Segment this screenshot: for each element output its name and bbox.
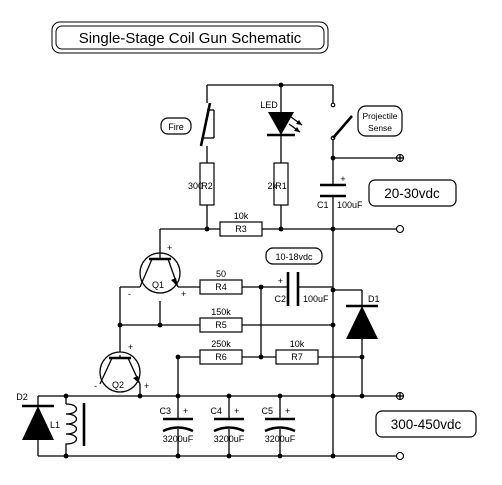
- projectile-sense-switch: Projectile Sense: [330, 102, 403, 141]
- c4-name: C4: [210, 406, 222, 416]
- q1-plus: +: [167, 243, 172, 253]
- r3-name: R3: [235, 224, 247, 234]
- d2-label: D2: [16, 392, 28, 402]
- voltage-label-high: 300-450vdc: [375, 410, 477, 438]
- capacitor-c4: C4 + 3200uF: [210, 406, 244, 444]
- resistor-r2: 300 R2: [188, 162, 215, 206]
- q2-minus: -: [94, 381, 97, 391]
- c1-value: 100uF: [337, 200, 363, 210]
- c4-plus: +: [234, 406, 239, 416]
- c5-plus: +: [285, 406, 290, 416]
- c1-plus: +: [340, 174, 345, 184]
- c3-value: 3200uF: [163, 434, 194, 444]
- diode-d2: D2: [16, 392, 54, 440]
- junction-dots: [63, 82, 365, 459]
- r2-value: 300: [188, 181, 203, 191]
- resistor-r1: 2k R1: [267, 162, 289, 206]
- c5-name: C5: [261, 406, 273, 416]
- q1-plus-right: +: [181, 289, 186, 299]
- c5-value: 3200uF: [265, 434, 296, 444]
- q2-plus-right: +: [144, 381, 149, 391]
- title-block: Single-Stage Coil Gun Schematic: [51, 21, 329, 54]
- capacitor-c2: + C2 100uF 10-18vdc: [265, 247, 329, 306]
- resistor-r4: 50 R4: [199, 269, 243, 295]
- voltage-label-low: 20-30vdc: [368, 179, 457, 207]
- r4-name: R4: [215, 282, 227, 292]
- high-voltage-text: 300-450vdc: [391, 417, 462, 432]
- q2-plus: +: [128, 342, 133, 352]
- r5-name: R5: [215, 320, 227, 330]
- led-label: LED: [260, 100, 278, 110]
- terminal-high-minus: [395, 451, 405, 461]
- resistor-r5: 150k R5: [199, 307, 243, 333]
- terminal-low-plus: [395, 153, 405, 163]
- r7-value: 10k: [290, 339, 305, 349]
- r2-name: R2: [201, 181, 213, 191]
- transistor-q1: + - + Q1: [128, 243, 186, 299]
- r1-name: R1: [275, 181, 287, 191]
- resistor-r3: 10k R3: [219, 211, 263, 237]
- d1-label: D1: [368, 294, 380, 304]
- projectile-sense-label-line2: Sense: [368, 123, 392, 133]
- fire-switch: Fire: [160, 102, 215, 147]
- q2-label: Q2: [112, 380, 124, 390]
- inductor-l1: L1: [50, 403, 86, 447]
- r7-name: R7: [291, 352, 303, 362]
- r6-value: 250k: [211, 339, 231, 349]
- c3-plus: +: [183, 406, 188, 416]
- q1-minus: -: [128, 289, 131, 299]
- r3-value: 10k: [234, 211, 249, 221]
- l1-label: L1: [50, 420, 60, 430]
- r6-name: R6: [215, 352, 227, 362]
- fire-label: Fire: [168, 122, 184, 132]
- c4-value: 3200uF: [214, 434, 245, 444]
- resistor-r7: 10k R7: [275, 339, 319, 365]
- r4-value: 50: [216, 269, 226, 279]
- c2-plus: +: [278, 276, 283, 286]
- q1-label: Q1: [152, 280, 164, 290]
- r1-value: 2k: [267, 181, 277, 191]
- terminal-low-minus: [395, 224, 405, 234]
- transistor-q2: + - + Q2: [94, 342, 149, 393]
- wires: [37, 84, 400, 457]
- led-emission-arrows-icon: [288, 116, 303, 133]
- diode-d1: D1: [346, 294, 380, 339]
- mid-voltage-label: 10-18vdc: [275, 252, 313, 262]
- led: LED: [260, 100, 303, 137]
- terminals: [395, 153, 405, 461]
- r5-value: 150k: [211, 307, 231, 317]
- capacitor-c5: C5 + 3200uF: [261, 406, 295, 444]
- c2-name: C2: [274, 294, 286, 304]
- terminal-high-plus: [395, 391, 405, 401]
- c1-name: C1: [317, 200, 329, 210]
- capacitor-c3: C3 + 3200uF: [159, 406, 193, 444]
- c3-name: C3: [159, 406, 171, 416]
- low-voltage-text: 20-30vdc: [384, 186, 440, 201]
- projectile-sense-label-line1: Projectile: [363, 111, 398, 121]
- schematic-title: Single-Stage Coil Gun Schematic: [79, 30, 302, 47]
- c2-value: 100uF: [303, 294, 329, 304]
- resistor-r6: 250k R6: [199, 339, 243, 365]
- capacitor-c1: + C1 100uF: [317, 174, 363, 210]
